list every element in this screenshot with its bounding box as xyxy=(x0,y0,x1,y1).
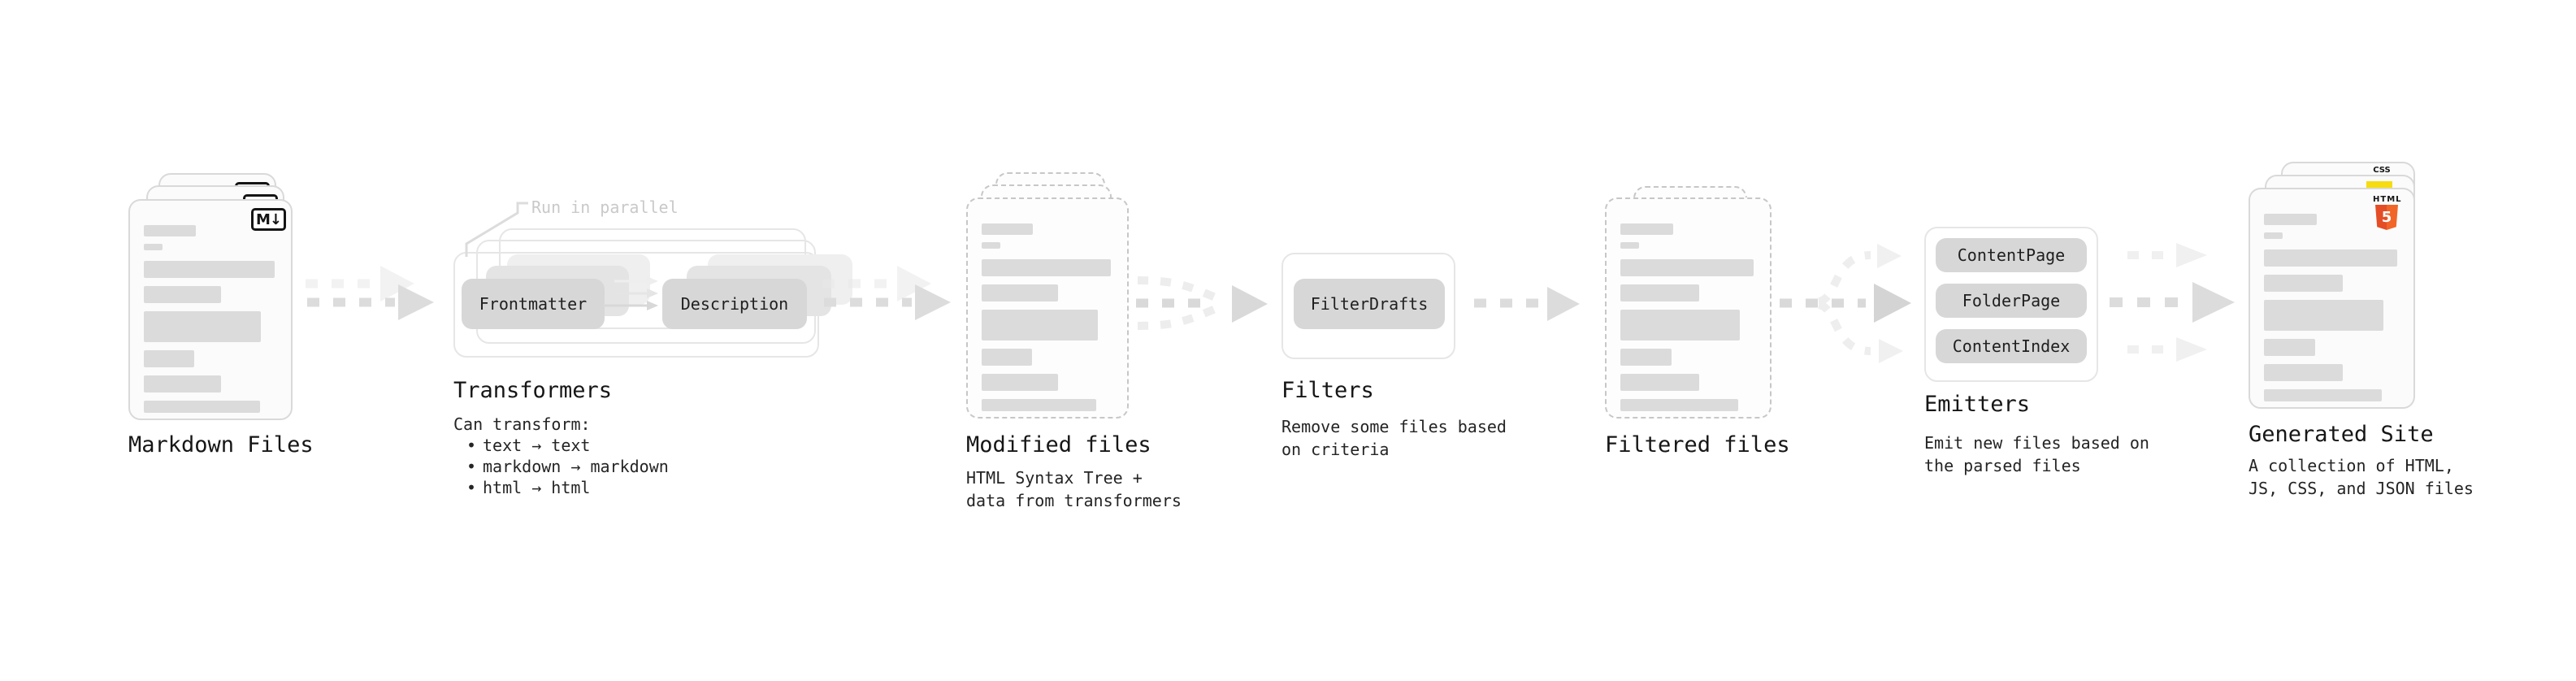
arrow-filters-to-filtered-icon xyxy=(1474,287,1580,321)
site-file-card-front: HTML 5 xyxy=(2249,188,2415,409)
html5-badge-number: 5 xyxy=(2381,208,2392,226)
stage-label-generated-site: Generated Site xyxy=(2249,422,2434,447)
transformer-node-description: Description xyxy=(662,279,807,329)
stage-label-emitters: Emitters xyxy=(1924,392,2031,417)
document-content-placeholder xyxy=(982,223,1113,411)
document-content-placeholder xyxy=(144,225,277,413)
bullet-item: • html → html xyxy=(453,477,669,498)
transformers-note: Can transform: • text → text • markdown … xyxy=(453,414,669,498)
stage-label-transformers: Transformers xyxy=(453,378,613,403)
filtered-file-card-front xyxy=(1605,197,1772,419)
arrow-modified-to-filters-icon xyxy=(1136,276,1268,330)
css-badge-text: CSS xyxy=(2373,166,2391,175)
html5-shield: 5 xyxy=(2375,205,2398,230)
emitters-frame xyxy=(1924,227,2098,382)
html5-badge-text: HTML xyxy=(2373,195,2402,204)
emitters-note: Emit new files based on the parsed files xyxy=(1924,433,2149,475)
document-content-placeholder xyxy=(1620,223,1756,411)
bullet-item: • text → text xyxy=(453,435,669,456)
emitter-node-contentpage: ContentPage xyxy=(1936,238,2087,272)
stage-label-modified-files: Modified files xyxy=(966,432,1151,458)
arrow-filtered-to-emitters-icon xyxy=(1780,244,1911,363)
markdown-file-card-front: M↓ xyxy=(128,199,293,420)
filter-node-filterdrafts: FilterDrafts xyxy=(1294,279,1445,329)
transformer-node-frontmatter: Frontmatter xyxy=(462,279,605,329)
markdown-icon: M↓ xyxy=(251,208,286,231)
note-title: Can transform: xyxy=(453,414,591,434)
document-content-placeholder xyxy=(2264,214,2400,401)
filters-frame xyxy=(1281,253,1455,359)
bullet-text: markdown → markdown xyxy=(483,457,669,476)
arrow-emitters-to-site-icon xyxy=(2110,243,2235,362)
bullet-icon: • xyxy=(466,457,477,476)
bullet-item: • markdown → markdown xyxy=(453,456,669,477)
bullet-text: text → text xyxy=(483,436,591,455)
emitter-node-contentindex: ContentIndex xyxy=(1936,329,2087,363)
modified-file-card-front xyxy=(966,197,1129,419)
generated-site-note: A collection of HTML, JS, CSS, and JSON … xyxy=(2249,456,2474,498)
stage-label-filtered-files: Filtered files xyxy=(1605,432,1790,458)
emitter-node-folderpage: FolderPage xyxy=(1936,284,2087,318)
stage-label-markdown-files: Markdown Files xyxy=(128,432,314,458)
stage-label-filters: Filters xyxy=(1281,378,1374,403)
arrow-markdown-to-transformers-icon xyxy=(306,266,434,320)
bullet-icon: • xyxy=(466,478,477,497)
html5-icon: HTML 5 xyxy=(2373,195,2402,230)
run-in-parallel-annotation: Run in parallel xyxy=(531,197,679,217)
filters-note: Remove some files based on criteria xyxy=(1281,417,1507,459)
bullet-text: html → html xyxy=(483,478,591,497)
bullet-icon: • xyxy=(466,436,477,455)
modified-files-note: HTML Syntax Tree + data from transformer… xyxy=(966,468,1182,510)
